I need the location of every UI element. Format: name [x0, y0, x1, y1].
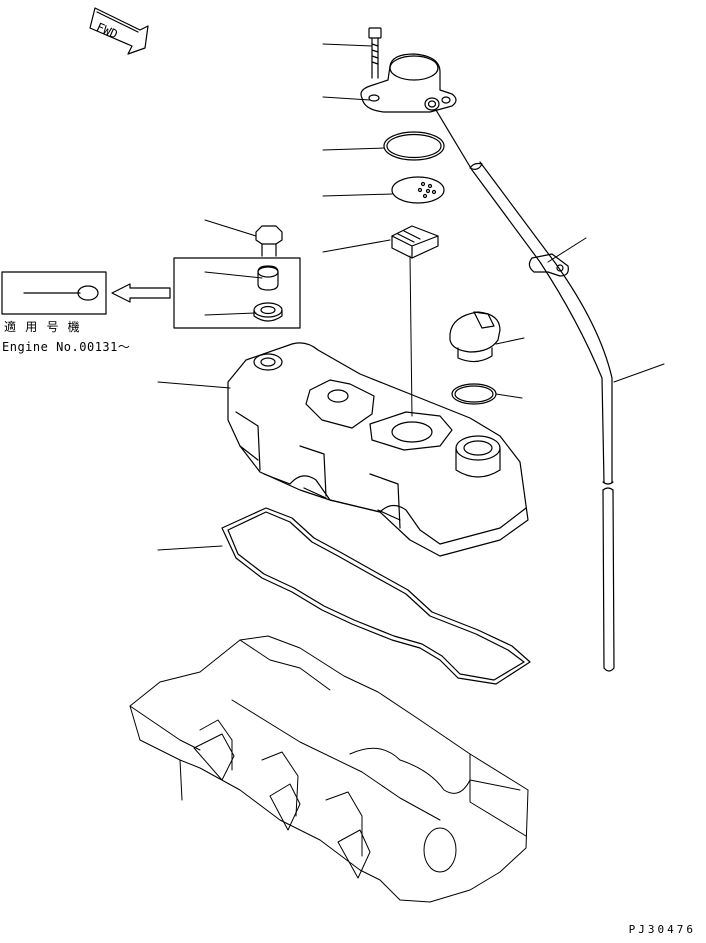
leader-lines	[157, 43, 665, 551]
breather-plate	[391, 176, 445, 204]
hose-clamp	[528, 253, 569, 277]
oil-filler-cap	[449, 311, 501, 363]
breather-bolt	[368, 27, 382, 79]
filler-cap-o-ring	[451, 383, 497, 405]
cover-bolt	[255, 225, 283, 257]
rubber-block	[391, 225, 439, 259]
applicable-serial-label: 適 用 号 機	[4, 320, 81, 334]
o-ring	[383, 131, 445, 161]
engine-serial-number: Engine No.00131～	[2, 340, 131, 354]
applicability-legend	[1, 271, 171, 315]
breather-cover	[360, 53, 457, 113]
fwd-direction-arrow	[89, 7, 149, 55]
drawing-code: PJ30476	[628, 923, 696, 936]
cylinder-head	[129, 635, 529, 903]
inset-box	[173, 257, 301, 329]
head-cover-gasket	[221, 507, 531, 685]
breather-hose	[435, 109, 615, 672]
rocker-cover	[227, 342, 529, 557]
